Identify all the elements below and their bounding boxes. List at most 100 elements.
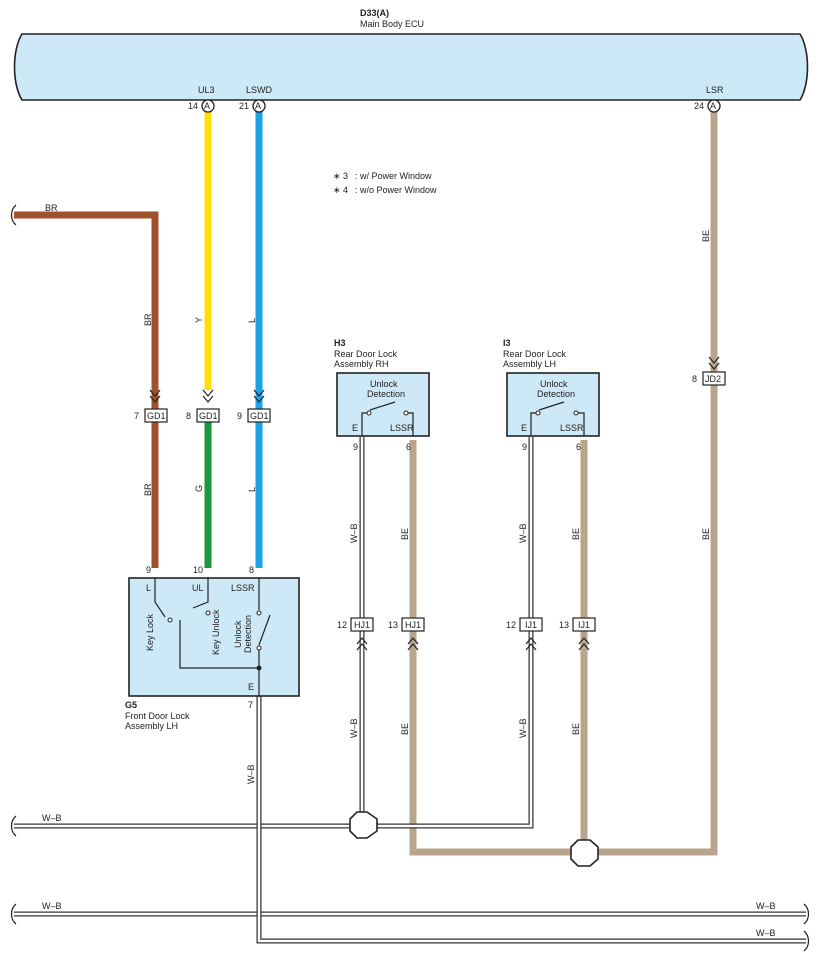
g5-pin-num-e: 7: [248, 700, 253, 710]
g5-pin-l: L: [146, 583, 151, 593]
break-right-wb2: [803, 930, 810, 952]
svg-text:A: A: [255, 101, 261, 111]
g5-component-box: [128, 577, 300, 697]
g5-pin-ul: UL: [192, 583, 204, 593]
i3-internal-switch: [530, 401, 585, 436]
i3-switch-unlock: Unlock: [540, 379, 568, 389]
g5-name-1: Front Door Lock: [125, 711, 190, 721]
ecu-pin-24: A 24: [694, 99, 721, 113]
splice-be: [570, 839, 599, 867]
i3-ref: I3: [503, 338, 511, 348]
svg-text:12: 12: [337, 620, 347, 630]
svg-text:JD2: JD2: [705, 374, 721, 384]
splice-wb: [349, 811, 378, 839]
note-mark-3: ∗ 3: [333, 171, 348, 181]
wire-label-wb-h3-dn: W–B: [349, 718, 359, 738]
wire-label-be-h3-dn: BE: [400, 723, 410, 735]
i3-pin-e: E: [521, 423, 527, 433]
h3-component-box: [336, 372, 430, 437]
g5-switch-unlock: Unlock: [233, 620, 243, 648]
wire-label-wb-right-1: W–B: [756, 901, 776, 911]
svg-text:A: A: [710, 101, 716, 111]
i3-name-1: Rear Door Lock: [503, 349, 567, 359]
ecu-pin-signal-lswd: LSWD: [246, 85, 273, 95]
wire-label-be-2: BE: [701, 528, 711, 540]
svg-text:A: A: [204, 101, 210, 111]
i3-switch-detection: Detection: [537, 389, 575, 399]
ecu-name: Main Body ECU: [360, 19, 424, 29]
wire-label-be-h3-up: BE: [400, 528, 410, 540]
connector-hj1-12: HJ1 12: [337, 617, 374, 651]
connector-gd1-8: GD1 8: [186, 389, 220, 423]
ecu-pin-21: A 21: [239, 99, 266, 113]
svg-text:GD1: GD1: [147, 411, 166, 421]
break-left-wb1: [10, 815, 17, 837]
wire-label-br-2: BR: [143, 483, 153, 496]
connector-ij1-12: IJ1 12: [506, 617, 543, 651]
svg-text:8: 8: [692, 374, 697, 384]
ecu-pin-signal-ul3: UL3: [198, 85, 215, 95]
ecu-pin-signal-lsr: LSR: [706, 85, 724, 95]
svg-text:8: 8: [186, 411, 191, 421]
wire-label-wb-left-1: W–B: [42, 813, 62, 823]
svg-text:IJ1: IJ1: [578, 620, 590, 630]
g5-pin-e: E: [248, 682, 254, 692]
wire-wb-g5: [256, 680, 806, 944]
svg-text:12: 12: [506, 620, 516, 630]
h3-internal-switch: [361, 401, 414, 436]
wire-label-br-top: BR: [45, 203, 58, 213]
h3-ref: H3: [334, 338, 346, 348]
wire-label-wb-left-2: W–B: [42, 901, 62, 911]
wire-label-be-i3-up: BE: [571, 528, 581, 540]
g5-switch-key-unlock: Key Unlock: [211, 609, 221, 655]
g5-switch-key-lock: Key Lock: [145, 613, 155, 651]
wire-label-wb-i3-dn: W–B: [518, 718, 528, 738]
i3-pin-lssr: LSSR: [560, 423, 584, 433]
svg-text:24: 24: [694, 101, 704, 111]
i3-name-2: Assembly LH: [503, 359, 556, 369]
wire-label-g: G: [194, 485, 204, 492]
svg-text:7: 7: [134, 411, 139, 421]
h3-pin-num-e: 9: [353, 442, 358, 452]
wire-wb-i3: [14, 437, 534, 829]
connector-ij1-13: IJ1 13: [559, 617, 596, 651]
main-body-ecu-bar: [13, 33, 809, 101]
break-left-wb2: [10, 903, 17, 925]
wire-label-be-1: BE: [701, 230, 711, 242]
wire-label-wb-g5: W–B: [246, 764, 256, 784]
g5-switch-detection: Detection: [243, 615, 253, 653]
wire-label-y: Y: [194, 317, 204, 323]
note-text-4: : w/o Power Window: [355, 185, 437, 195]
wire-label-l-2: L: [247, 487, 257, 492]
wire-be-main: [409, 110, 718, 856]
h3-name-1: Rear Door Lock: [334, 349, 398, 359]
i3-pin-num-lssr: 6: [576, 442, 581, 452]
h3-pin-num-lssr: 6: [406, 442, 411, 452]
wire-label-br-1: BR: [143, 313, 153, 326]
wire-label-wb-i3-up: W–B: [518, 523, 528, 543]
h3-switch-unlock: Unlock: [370, 379, 398, 389]
svg-text:GD1: GD1: [199, 411, 218, 421]
break-left-br: [10, 204, 17, 226]
connector-gd1-9: GD1 9: [237, 389, 271, 423]
svg-text:GD1: GD1: [250, 411, 269, 421]
ecu-pin-14: A 14: [188, 99, 215, 113]
h3-pin-lssr: LSSR: [390, 423, 414, 433]
g5-pin-num-ul: 10: [193, 565, 203, 575]
connector-gd1-7: GD1 7: [134, 389, 168, 423]
wire-br: [14, 211, 159, 568]
break-right-wb1: [803, 903, 810, 925]
g5-ref: G5: [125, 700, 137, 710]
wire-label-wb-h3-up: W–B: [349, 523, 359, 543]
svg-text:21: 21: [239, 101, 249, 111]
h3-switch-detection: Detection: [367, 389, 405, 399]
g5-pin-num-lssr: 8: [249, 565, 254, 575]
note-mark-4: ∗ 4: [333, 185, 348, 195]
connector-hj1-13: HJ1 13: [388, 617, 425, 651]
svg-text:HJ1: HJ1: [405, 620, 421, 630]
wire-label-wb-right-2: W–B: [756, 928, 776, 938]
connector-jd2-8: JD2 8: [692, 356, 726, 386]
h3-name-2: Assembly RH: [334, 359, 389, 369]
svg-text:13: 13: [559, 620, 569, 630]
